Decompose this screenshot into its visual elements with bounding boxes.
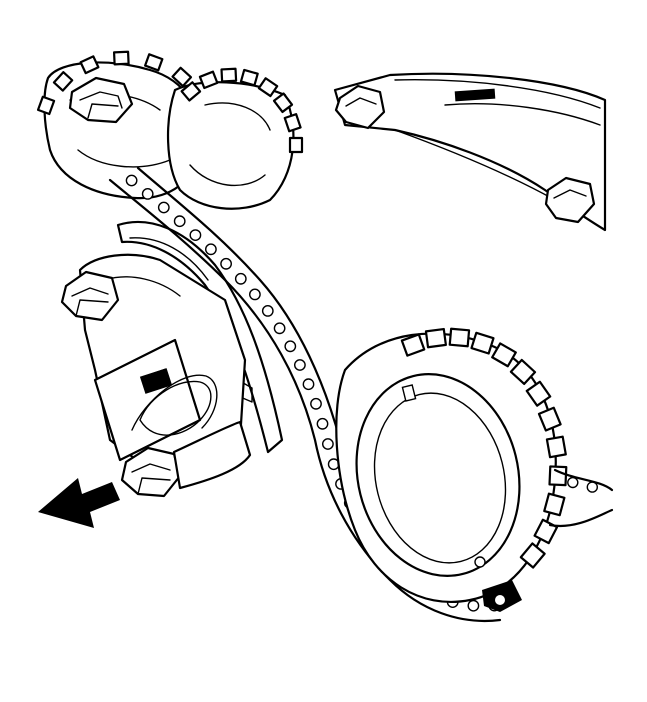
intake-sprocket-teeth (180, 67, 304, 154)
chain-pin (284, 340, 297, 353)
sprocket-tooth (171, 66, 193, 88)
chain-pin (234, 272, 247, 285)
tensioner-body (78, 253, 247, 473)
guide-bolt-upper (334, 84, 386, 130)
chain-pin (157, 201, 170, 214)
sprocket-tooth (36, 95, 56, 116)
crankshaft-sprocket (335, 327, 568, 612)
sprocket-tooth (257, 77, 279, 98)
chain-pin (293, 359, 306, 371)
direction-arrow-left (38, 478, 120, 528)
guide-bolt-lower (544, 176, 596, 224)
sprocket-tooth (470, 331, 495, 355)
sprocket-tooth (519, 542, 546, 569)
sprocket-tooth (424, 327, 447, 349)
sprocket-tooth (509, 358, 537, 386)
chain-pin (248, 288, 261, 301)
sprocket-tooth (491, 342, 517, 368)
sprocket-tooth (283, 113, 302, 133)
chain-pin (316, 417, 329, 430)
chain-pin (273, 322, 286, 335)
sprocket-tooth (272, 92, 294, 114)
chain-pin (567, 476, 579, 489)
chain-pin (261, 304, 274, 317)
sprocket-tooth (288, 136, 304, 154)
chain-pin (125, 174, 138, 187)
chain-pin (141, 187, 154, 200)
crankshaft-timing-dot (474, 556, 486, 568)
sprocket-tooth (79, 55, 100, 75)
sprocket-tooth (545, 435, 567, 459)
chain-pin (204, 243, 217, 256)
sprocket-tooth (112, 50, 130, 66)
chain-pin (173, 215, 186, 228)
sprocket-tooth (198, 70, 219, 90)
sprocket-tooth (448, 327, 471, 348)
sprocket-tooth (220, 67, 238, 83)
sprocket-tooth (52, 71, 74, 92)
sprocket-tooth (548, 465, 568, 487)
sprocket-tooth (537, 406, 562, 432)
chain-pin (321, 438, 334, 450)
tensioner-bolt-upper (60, 270, 120, 322)
crankshaft-keyway (401, 384, 417, 402)
sprocket-tooth (144, 53, 164, 72)
sprocket-tooth (400, 333, 426, 357)
chain-pin (467, 599, 480, 612)
sprocket-tooth (543, 492, 566, 517)
chain-pin (310, 397, 322, 410)
crankshaft-sprocket-teeth (400, 327, 568, 569)
sprocket-tooth (180, 81, 202, 102)
sprocket-tooth (239, 68, 259, 87)
sprocket-tooth (525, 380, 552, 407)
chain-pin (220, 257, 233, 270)
chain-pin (302, 378, 315, 391)
intake-camshaft-sprocket (166, 67, 304, 210)
tensioner-bolt-lower (120, 420, 252, 498)
chain-pin (189, 229, 202, 242)
camshaft-bolt (68, 76, 134, 124)
